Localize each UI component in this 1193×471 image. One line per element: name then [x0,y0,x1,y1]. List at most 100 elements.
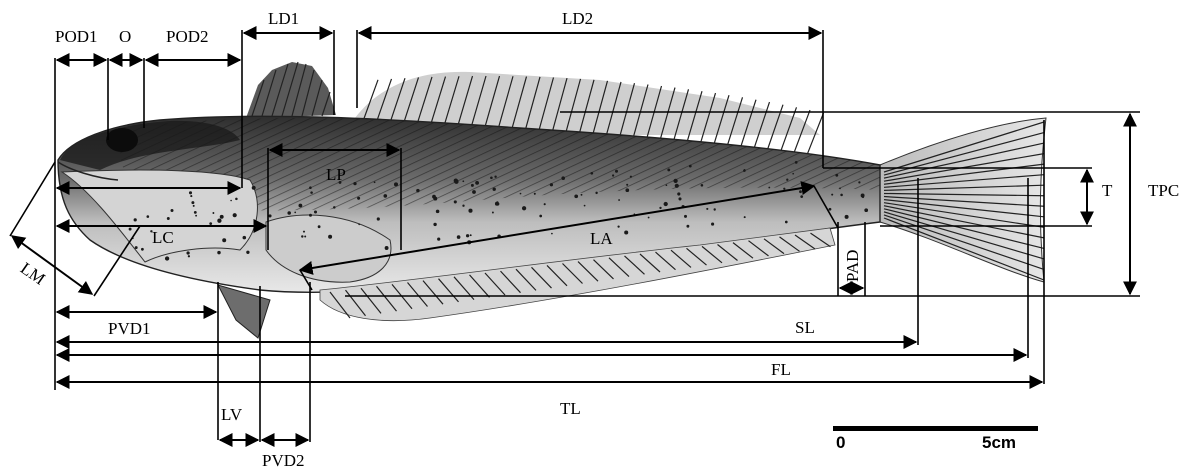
label-ld1: LD1 [268,9,299,28]
body-speckle [800,195,803,198]
body-speckle [235,198,238,201]
body-speckle [194,211,197,214]
body-speckle [129,228,132,231]
body-speckle [617,225,619,227]
label-pad: PAD [843,250,862,282]
body-speckle [744,216,746,218]
body-speckle [648,217,650,219]
body-speckle [471,184,474,187]
label-ld2: LD2 [562,9,593,28]
body-speckle [630,176,632,178]
body-speckle [595,192,597,194]
body-speckle [188,255,190,257]
body-speckle [328,235,332,239]
body-speckle [233,213,237,217]
body-speckle [520,193,522,195]
body-speckle [783,188,785,190]
body-speckle [304,236,306,238]
label-pod1: POD1 [55,27,98,46]
body-speckle [574,194,578,198]
body-speckle [195,215,197,217]
body-speckle [686,225,689,228]
body-speckle [539,215,542,218]
body-speckle [433,223,436,226]
body-speckle [561,176,565,180]
body-speckle [353,182,356,185]
body-speckle [189,191,192,194]
body-speckle [394,182,398,186]
body-speckle [212,212,214,214]
body-speckle [314,210,317,213]
body-speckle [590,172,593,175]
body-speckle [186,251,189,254]
body-speckle [664,202,668,206]
body-speckle [581,194,583,196]
label-o: O [119,27,131,46]
body-speckle [522,206,526,210]
scale-start-label: 0 [836,433,845,452]
body-speckle [544,203,546,205]
body-speckle [298,204,302,208]
body-speckle [457,235,461,239]
body-speckle [436,210,440,214]
label-lv: LV [221,405,243,424]
label-pod2: POD2 [166,27,209,46]
caudal-fin [880,118,1046,282]
body-speckle [799,190,802,193]
body-speckle [494,176,496,178]
body-speckle [550,183,553,186]
label-lp: LP [326,165,346,184]
body-speckle [839,188,841,190]
body-speckle [222,238,226,242]
body-speckle [193,205,195,207]
body-speckle [677,192,680,195]
body-speckle [743,169,746,172]
body-speckle [468,209,472,213]
body-speckle [252,186,256,190]
body-speckle [287,211,291,215]
body-speckle [862,196,864,198]
body-speckle [268,214,271,217]
body-speckle [845,215,849,219]
label-pvd1: PVD1 [108,319,151,338]
body-speckle [309,214,312,217]
body-speckle [584,205,586,207]
pelvic-fin [218,285,270,338]
body-speckle [385,246,389,250]
body-speckle [864,208,868,212]
body-speckle [667,168,670,171]
body-speckle [165,256,169,260]
body-speckle [230,200,232,202]
body-speckle [191,201,194,204]
body-speckle [624,230,628,234]
body-speckle [714,208,716,210]
body-speckle [689,165,692,168]
body-speckle [243,236,247,240]
body-speckle [768,187,770,189]
body-speckle [141,248,144,251]
label-t: T [1102,181,1113,200]
label-pvd2: PVD2 [262,451,305,470]
body-speckle [792,173,794,175]
body-speckle [167,217,170,220]
body-speckle [706,208,708,210]
body-speckle [147,215,150,218]
label-fl: FL [771,360,791,379]
body-speckle [437,238,440,241]
body-speckle [684,215,687,218]
body-speckle [433,197,437,201]
body-speckle [659,207,661,209]
body-speckle [462,180,464,182]
body-speckle [492,212,494,214]
body-speckle [377,217,380,220]
body-speckle [678,197,681,200]
body-speckle [612,174,614,176]
body-speckle [618,199,620,201]
body-speckle [454,179,458,183]
label-lc: LC [152,228,174,247]
body-speckle [840,194,843,197]
scale-end-label: 5cm [982,433,1016,452]
body-speckle [217,251,220,254]
scale-bar: 0 5cm [833,426,1038,452]
body-speckle [217,219,221,223]
